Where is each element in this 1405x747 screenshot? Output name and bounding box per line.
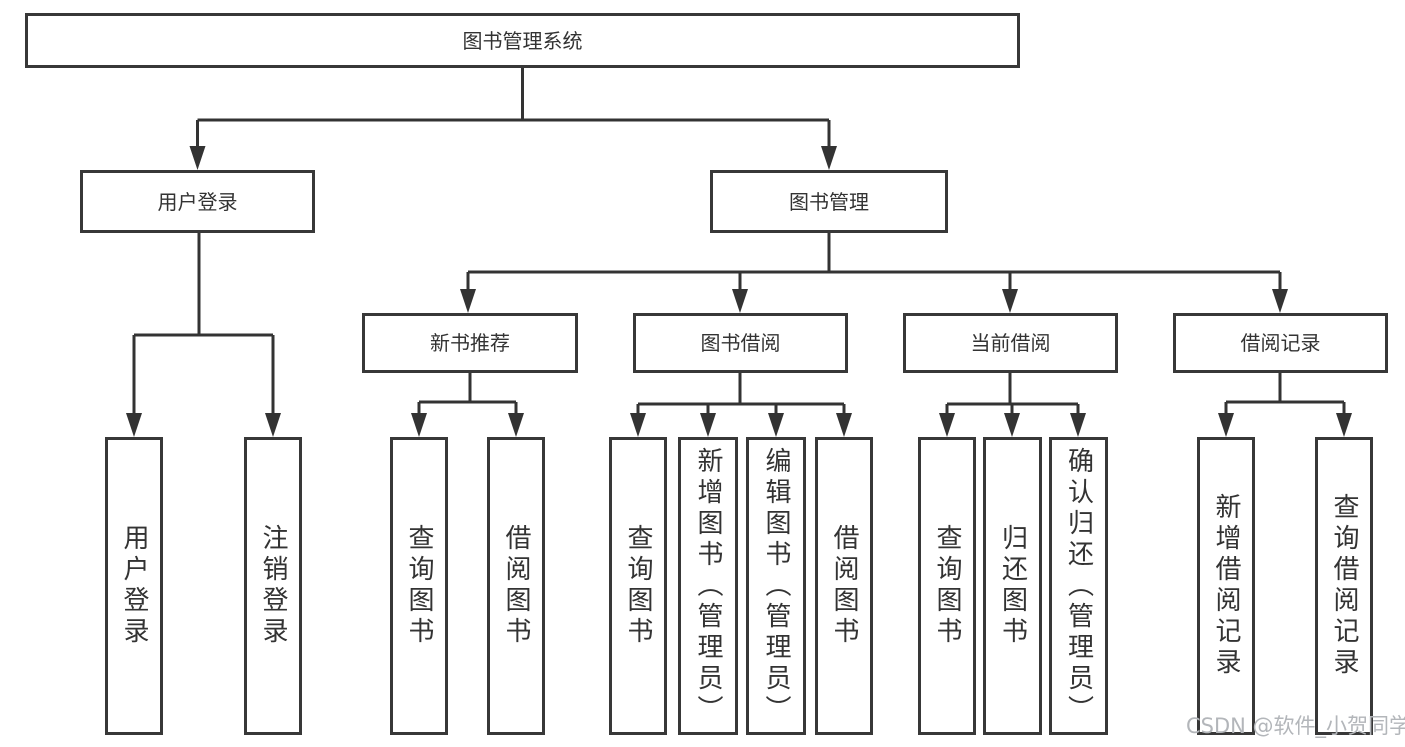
node-book-borrowing-label: 图书借阅	[700, 331, 781, 355]
leaf-borrow-books-borrow-label: 借阅图书	[829, 524, 859, 648]
arrow-down-icon	[265, 413, 281, 437]
arrow-down-icon	[1002, 289, 1018, 313]
leaf-logout: 注销登录	[244, 437, 302, 735]
arrow-down-icon	[508, 413, 524, 437]
node-user-login: 用户登录	[80, 170, 315, 233]
leaf-return-books: 归还图书	[983, 437, 1042, 735]
leaf-query-books-recommend-label: 查询图书	[404, 524, 434, 648]
arrow-down-icon	[630, 413, 646, 437]
leaf-query-borrow-record: 查询借阅记录	[1315, 437, 1373, 735]
leaf-borrow-books-borrow: 借阅图书	[815, 437, 873, 735]
arrow-down-icon	[1004, 413, 1020, 437]
leaf-query-books-borrow: 查询图书	[609, 437, 667, 735]
leaf-query-books-recommend: 查询图书	[390, 437, 448, 735]
arrow-down-icon	[1218, 413, 1234, 437]
node-new-book-recommend-label: 新书推荐	[430, 331, 510, 355]
arrow-down-icon	[836, 413, 852, 437]
node-user-login-label: 用户登录	[157, 189, 238, 214]
leaf-add-borrow-record: 新增借阅记录	[1197, 437, 1255, 735]
arrow-down-icon	[1070, 413, 1086, 437]
node-borrowing-records-label: 借阅记录	[1240, 331, 1321, 355]
leaf-query-borrow-record-label: 查询借阅记录	[1329, 493, 1359, 679]
arrow-down-icon	[126, 413, 142, 437]
leaf-edit-books-admin: 编辑图书（管理员）	[746, 437, 806, 735]
leaf-edit-books-admin-label: 编辑图书（管理员）	[761, 446, 791, 726]
node-current-borrowing-label: 当前借阅	[970, 331, 1051, 355]
arrow-down-icon	[939, 413, 955, 437]
node-root-label: 图书管理系统	[462, 28, 583, 53]
leaf-add-books-admin-label: 新增图书（管理员）	[693, 446, 723, 726]
leaf-logout-label: 注销登录	[258, 524, 288, 648]
node-new-book-recommend: 新书推荐	[362, 313, 578, 373]
arrow-down-icon	[460, 289, 476, 313]
leaf-query-books-current: 查询图书	[918, 437, 976, 735]
leaf-borrow-books-recommend-label: 借阅图书	[501, 524, 531, 648]
leaf-borrow-books-recommend: 借阅图书	[487, 437, 545, 735]
arrow-down-icon	[189, 146, 206, 170]
arrow-down-icon	[732, 289, 748, 313]
leaf-user-login: 用户登录	[105, 437, 163, 735]
arrow-down-icon	[700, 413, 716, 437]
leaf-query-books-current-label: 查询图书	[932, 524, 962, 648]
csdn-watermark: CSDN @软件_小贺同学	[1186, 714, 1405, 738]
connector-paths	[132, 68, 1346, 415]
leaf-add-books-admin: 新增图书（管理员）	[678, 437, 738, 735]
arrowheads	[126, 146, 1352, 437]
node-borrowing-records: 借阅记录	[1173, 313, 1388, 373]
arrow-down-icon	[1272, 289, 1288, 313]
node-book-borrowing: 图书借阅	[633, 313, 848, 373]
node-book-management: 图书管理	[710, 170, 948, 233]
leaf-query-books-borrow-label: 查询图书	[623, 524, 653, 648]
arrow-down-icon	[821, 146, 837, 170]
node-current-borrowing: 当前借阅	[903, 313, 1118, 373]
leaf-confirm-return-admin-label: 确认归还（管理员）	[1063, 446, 1094, 726]
arrow-down-icon	[411, 413, 427, 437]
leaf-user-login-label: 用户登录	[119, 524, 149, 648]
leaf-return-books-label: 归还图书	[997, 524, 1028, 648]
arrow-down-icon	[768, 413, 784, 437]
leaf-add-borrow-record-label: 新增借阅记录	[1211, 493, 1241, 679]
leaf-confirm-return-admin: 确认归还（管理员）	[1049, 437, 1108, 735]
node-book-management-label: 图书管理	[789, 189, 869, 214]
arrow-down-icon	[1336, 413, 1352, 437]
node-root: 图书管理系统	[25, 13, 1020, 68]
